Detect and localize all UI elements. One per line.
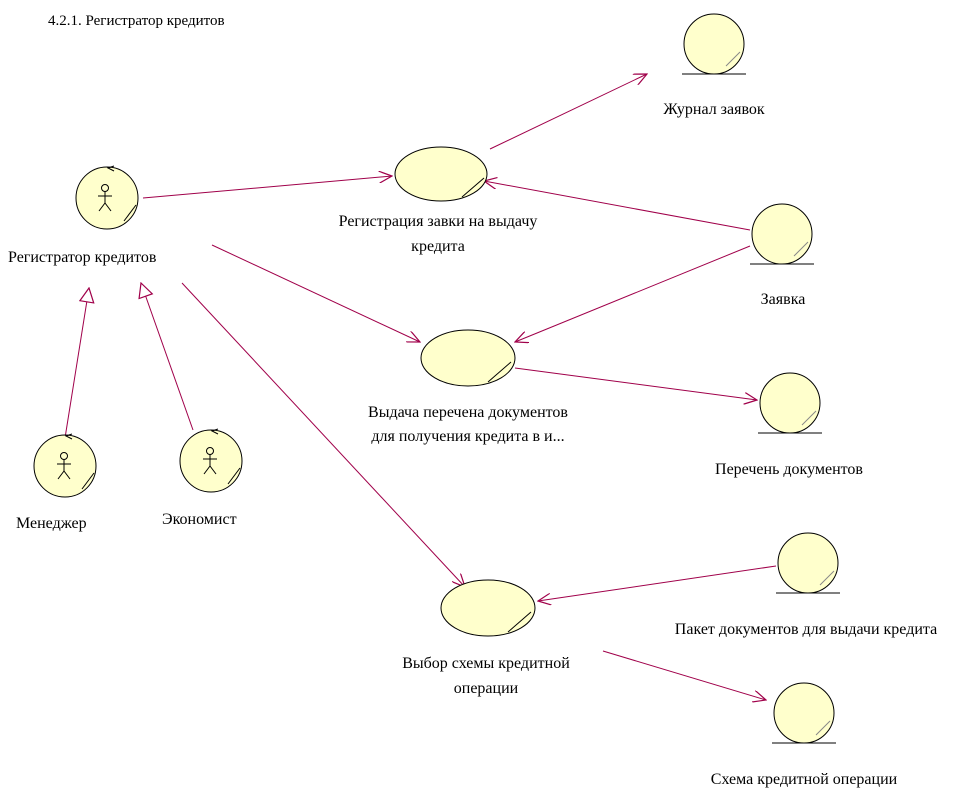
actor-economist[interactable]: Экономист [162, 428, 243, 528]
entity-icon [772, 682, 836, 744]
entity-icon [758, 372, 822, 434]
actor-manager[interactable]: Менеджер [16, 433, 97, 532]
usecase-label-line: Регистрация завки на выдачу [339, 213, 538, 230]
actor-label-registrar: Регистратор кредитов [8, 249, 157, 266]
entity-application[interactable]: Заявка [750, 203, 814, 308]
usecase-label-line: кредита [411, 238, 465, 255]
entity-icon [750, 203, 814, 265]
actor-label-economist: Экономист [162, 511, 237, 528]
entity-journal[interactable]: Журнал заявок [663, 13, 765, 118]
assoc-registrar-registration[interactable] [142, 176, 392, 199]
assoc-documents-doclist[interactable] [514, 367, 757, 400]
assoc-package-scheme[interactable] [538, 565, 777, 601]
entity-doclist[interactable]: Перечень документов [715, 372, 863, 478]
usecase-scheme[interactable]: Выбор схемы кредитной операции [402, 579, 570, 697]
connectors [64, 74, 777, 700]
assoc-scheme-creditscheme[interactable] [602, 650, 766, 700]
generalization-manager-registrar[interactable] [64, 288, 89, 439]
actor-stick-figure-icon [33, 433, 97, 498]
actor-label-manager: Менеджер [16, 515, 87, 532]
entity-label-creditscheme: Схема кредитной операции [711, 771, 898, 788]
entity-label-journal: Журнал заявок [663, 101, 765, 118]
entity-icon [682, 13, 746, 75]
usecase-label-line: для получения кредита в и... [371, 428, 564, 445]
assoc-registrar-documents[interactable] [211, 244, 420, 342]
entity-label-application: Заявка [761, 291, 806, 308]
usecase-label-line: Выбор схемы кредитной [402, 655, 570, 672]
assoc-registration-journal[interactable] [489, 74, 647, 150]
usecase-documents[interactable]: Выдача перечена документов для получения… [368, 329, 568, 445]
entity-label-doclist: Перечень документов [715, 461, 863, 478]
usecase-label-line: операции [454, 680, 519, 697]
generalization-economist-registrar[interactable] [141, 283, 194, 431]
actor-registrar[interactable]: Регистратор кредитов [8, 165, 157, 266]
assoc-registrar-scheme[interactable] [181, 282, 465, 587]
actor-stick-figure-icon [179, 428, 243, 493]
assoc-application-documents[interactable] [515, 245, 751, 342]
usecase-label-line: Выдача перечена документов [368, 404, 568, 421]
diagram-title: 4.2.1. Регистратор кредитов [48, 13, 225, 29]
entity-label-package: Пакет документов для выдачи кредита [675, 621, 937, 638]
entity-package[interactable]: Пакет документов для выдачи кредита [675, 532, 937, 638]
usecase-registration[interactable]: Регистрация завки на выдачу кредита [339, 146, 538, 255]
entity-creditscheme[interactable]: Схема кредитной операции [711, 682, 898, 788]
entity-icon [776, 532, 840, 594]
actor-stick-figure-icon [75, 165, 139, 230]
assoc-application-registration[interactable] [484, 181, 751, 231]
